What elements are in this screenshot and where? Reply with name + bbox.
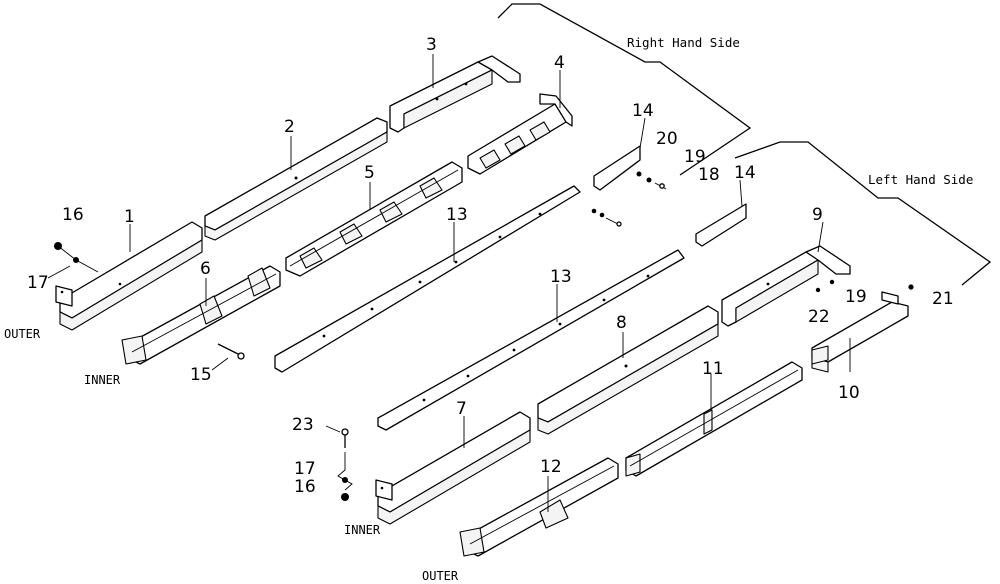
callout-3: 3 <box>426 35 437 55</box>
nut-16-bottom <box>341 493 349 501</box>
callout-6: 6 <box>200 259 211 279</box>
label-outer-bottom: OUTER <box>422 569 459 583</box>
part-13-plate-lower <box>377 249 685 431</box>
part-8-channel <box>537 305 719 435</box>
part-3-bracket <box>389 55 521 133</box>
label-inner-top: INNER <box>84 373 121 387</box>
callout-12: 12 <box>540 457 562 477</box>
callout-20: 20 <box>656 129 678 149</box>
label-outer-top: OUTER <box>4 327 41 341</box>
part-7-channel <box>375 411 531 525</box>
part-13-plate-upper <box>274 185 581 373</box>
callout-5: 5 <box>364 163 375 183</box>
callout-13-lower: 13 <box>550 267 572 287</box>
callout-14-left: 14 <box>734 163 756 183</box>
callout-10: 10 <box>838 383 860 403</box>
hardware <box>54 171 914 501</box>
callout-8: 8 <box>616 313 627 333</box>
callout-22: 22 <box>808 307 830 327</box>
part-6-rail <box>121 265 281 365</box>
part-4-bracket <box>467 93 573 175</box>
callout-7: 7 <box>456 399 467 419</box>
part-11-box <box>625 361 803 477</box>
part-10-box <box>811 291 909 373</box>
callout-14-right: 14 <box>632 101 654 121</box>
left-hand-side-label: Left Hand Side <box>868 172 973 187</box>
bolt-15 <box>217 343 241 356</box>
callout-17-top: 17 <box>27 273 49 293</box>
callout-21: 21 <box>932 289 954 309</box>
callout-15: 15 <box>190 365 212 385</box>
right-hand-side-label: Right Hand Side <box>627 35 740 50</box>
leader-lines <box>47 54 851 512</box>
left-hand-side-bracket: Left Hand Side <box>734 141 992 286</box>
callout-9: 9 <box>812 205 823 225</box>
part-14-plate-left <box>695 203 747 247</box>
callout-17-bottom: 17 <box>294 459 316 479</box>
part-14-plate-right <box>593 145 641 191</box>
part-1-channel <box>55 221 203 331</box>
part-2-channel <box>204 117 388 241</box>
callout-16-bottom: 16 <box>294 477 316 497</box>
callout-19-left: 19 <box>845 287 867 307</box>
callout-numbers: 3 2 4 5 1 16 17 6 13 15 14 20 19 18 14 9… <box>27 35 954 497</box>
callout-11: 11 <box>702 359 724 379</box>
label-inner-bottom: INNER <box>344 523 381 537</box>
callout-2: 2 <box>284 117 295 137</box>
callout-16-top: 16 <box>62 205 84 225</box>
part-12-rail <box>459 457 619 557</box>
callout-18: 18 <box>698 165 720 185</box>
side-labels: OUTER INNER INNER OUTER <box>4 327 459 583</box>
callout-13-upper: 13 <box>446 205 468 225</box>
callout-23: 23 <box>292 415 314 435</box>
callout-1: 1 <box>124 207 135 227</box>
part-9-bracket <box>721 245 851 327</box>
callout-19-right: 19 <box>684 147 706 167</box>
callout-4: 4 <box>554 53 565 73</box>
part-5-rail <box>285 161 463 277</box>
right-hand-side-bracket: Right Hand Side <box>497 3 752 176</box>
